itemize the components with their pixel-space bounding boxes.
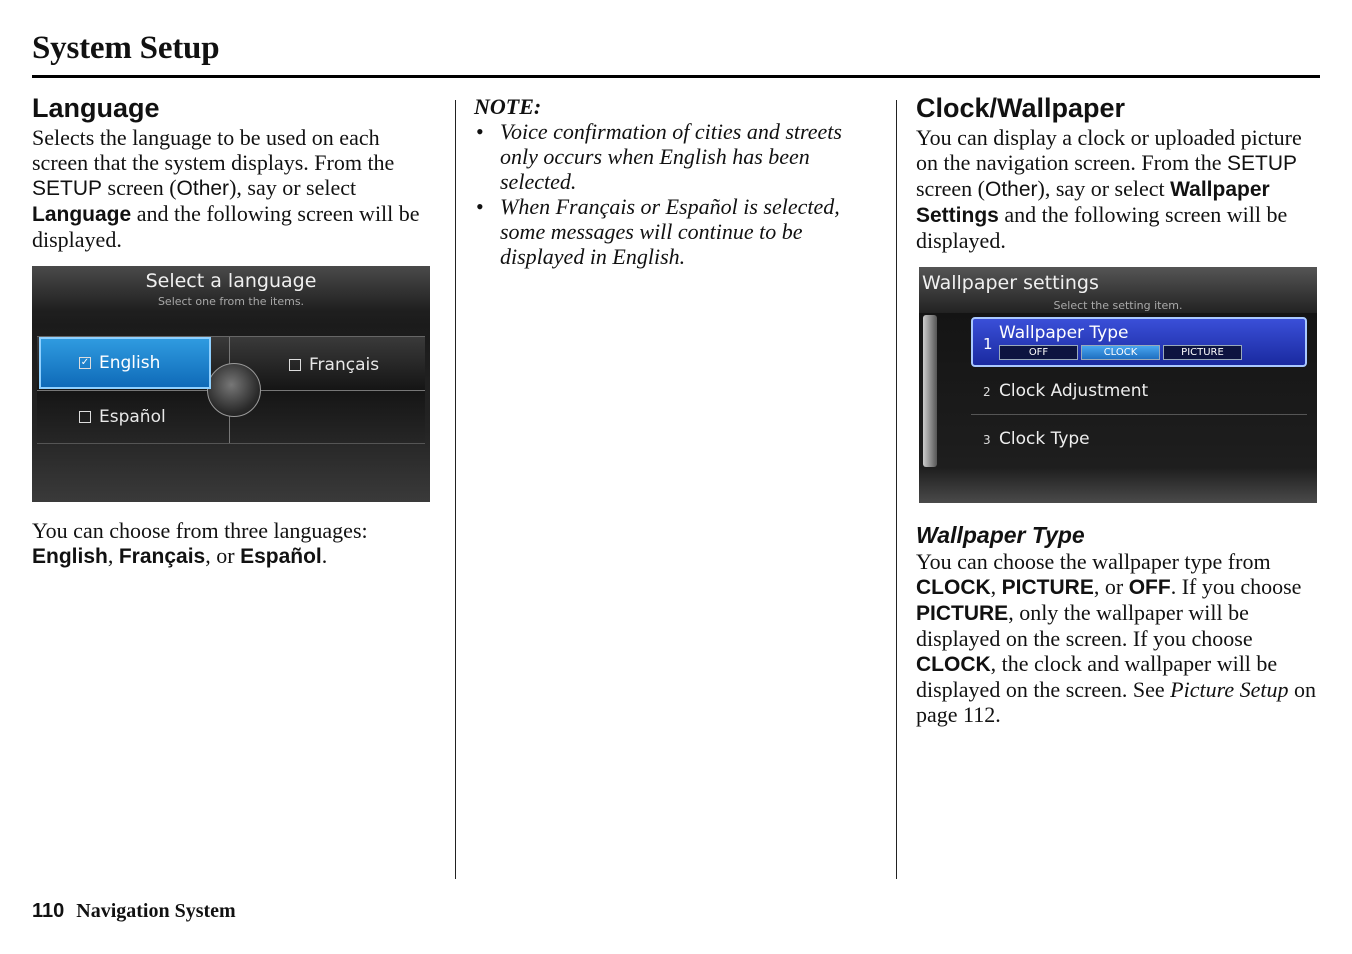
language-option-francais[interactable]: Français — [289, 355, 379, 375]
item-number: 3 — [983, 433, 991, 447]
item-label: Clock Adjustment — [999, 381, 1149, 401]
item-number: 1 — [983, 335, 993, 353]
checked-checkbox-icon: ✓ — [79, 357, 91, 369]
title-rule — [32, 75, 1320, 78]
wallpaper-type-heading: Wallpaper Type — [916, 522, 1085, 548]
checkbox-icon — [289, 359, 301, 371]
language-screen-header: Select a language Select one from the it… — [32, 266, 430, 312]
scroll-bar — [923, 315, 937, 467]
note-item: Voice confirmation of cities and streets… — [474, 119, 884, 194]
page-number: 110 — [32, 900, 65, 922]
wallpaper-type-text: You can choose the wallpaper type from C… — [916, 549, 1316, 727]
page-footer: 110 Navigation System — [32, 900, 236, 923]
wallpaper-screen-header: Wallpaper settings Select the setting it… — [919, 267, 1317, 313]
language-screen-title: Select a language — [145, 270, 317, 292]
wallpaper-type-item[interactable]: 1 Wallpaper Type OFF CLOCK PICTURE — [971, 317, 1307, 367]
clock-wallpaper-section: Clock/Wallpaper You can display a clock … — [916, 92, 1320, 727]
language-section: Language Selects the language to be used… — [32, 92, 432, 569]
language-screen-image: Select a language Select one from the it… — [32, 266, 430, 502]
wallpaper-screen-title: Wallpaper settings — [922, 272, 1099, 294]
language-option-label: English — [99, 353, 161, 373]
chip-off[interactable]: OFF — [999, 345, 1078, 360]
footer-label: Navigation System — [76, 900, 236, 922]
language-option-label: Français — [309, 355, 380, 375]
language-option-english[interactable]: ✓ English — [39, 337, 211, 389]
item-label: Wallpaper Type — [999, 323, 1129, 343]
note-list: Voice confirmation of cities and streets… — [474, 119, 884, 269]
clock-wallpaper-heading: Clock/Wallpaper — [916, 93, 1126, 123]
item-number: 2 — [983, 385, 991, 399]
language-option-espanol[interactable]: Español — [79, 407, 166, 427]
column-divider-1 — [455, 100, 456, 879]
note-item: When Français or Español is selected, so… — [474, 194, 884, 269]
item-label: Clock Type — [999, 429, 1090, 449]
checkbox-icon — [79, 411, 91, 423]
picture-setup-reference[interactable]: Picture Setup — [1170, 677, 1289, 702]
page-title: System Setup — [32, 30, 220, 66]
language-choice-text: You can choose from three languages: Eng… — [32, 518, 368, 568]
note-heading: NOTE: — [474, 94, 542, 119]
language-option-label: Español — [99, 407, 166, 427]
clock-type-item[interactable]: 3 Clock Type — [971, 417, 1307, 463]
language-options-panel: ✓ English Français Español — [37, 336, 425, 444]
language-screen-subtitle: Select one from the items. — [157, 295, 305, 308]
chip-picture[interactable]: PICTURE — [1163, 345, 1242, 360]
column-divider-2 — [896, 100, 897, 879]
wallpaper-screen-image: Wallpaper settings Select the setting it… — [919, 267, 1317, 503]
clock-wallpaper-intro: You can display a clock or uploaded pict… — [916, 125, 1302, 253]
language-heading: Language — [32, 93, 160, 123]
wallpaper-screen-subtitle: Select the setting item. — [1053, 299, 1183, 312]
note-section: NOTE: Voice confirmation of cities and s… — [474, 94, 884, 269]
selector-knob-icon — [207, 363, 261, 417]
chip-clock[interactable]: CLOCK — [1081, 345, 1160, 360]
language-intro: Selects the language to be used on each … — [32, 125, 420, 252]
clock-adjustment-item[interactable]: 2 Clock Adjustment — [971, 369, 1307, 415]
wallpaper-type-chips: OFF CLOCK PICTURE — [999, 345, 1242, 360]
